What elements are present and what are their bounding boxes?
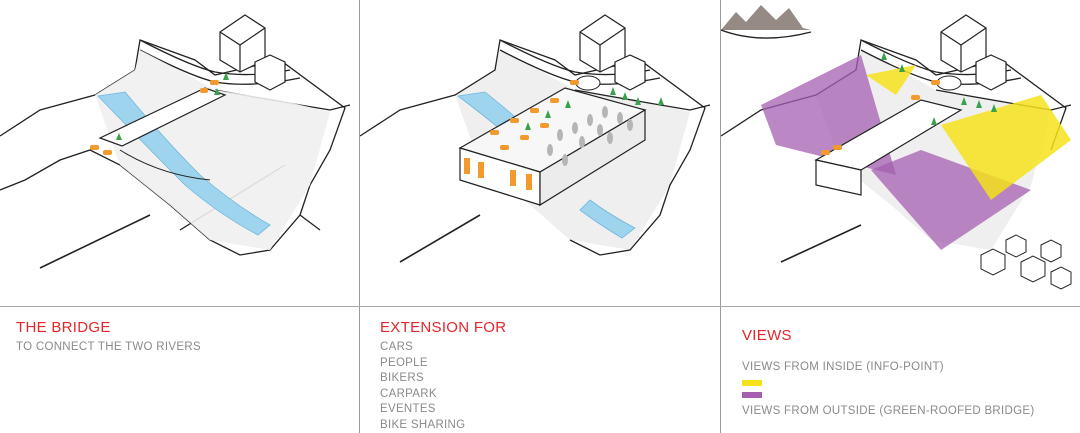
house-icon bbox=[940, 14, 1007, 91]
views-diagram bbox=[721, 5, 1072, 290]
roundabout bbox=[936, 75, 962, 91]
list-item: CARPARK bbox=[380, 387, 437, 400]
bridge-diagram bbox=[0, 14, 351, 269]
panel-extension: EXTENSION FOR CARS PEOPLE BIKERS CARPARK… bbox=[360, 0, 720, 433]
bridge-front bbox=[815, 159, 862, 196]
extension-list: CARS PEOPLE BIKERS CARPARK EVENTES BIKE … bbox=[380, 340, 710, 433]
mountain-base bbox=[721, 29, 812, 39]
extension-diagram bbox=[360, 14, 711, 263]
trees-icon bbox=[881, 52, 997, 125]
people-icons bbox=[547, 106, 633, 166]
cars-icon bbox=[821, 80, 940, 155]
list-item: EVENTES bbox=[380, 403, 436, 416]
village-icon bbox=[980, 234, 1072, 290]
ground-line-2 bbox=[299, 214, 321, 231]
cars-icon bbox=[490, 80, 579, 150]
list-item: PEOPLE bbox=[380, 356, 428, 369]
caption-extension: EXTENSION FOR CARS PEOPLE BIKERS CARPARK… bbox=[380, 320, 710, 433]
terrain-shade bbox=[95, 50, 330, 250]
river-lower bbox=[579, 199, 636, 239]
house-icon bbox=[219, 14, 286, 91]
list-item: CARS bbox=[380, 341, 414, 353]
caption-views: VIEWS VIEWS FROM INSIDE (INFO-POINT) VIE… bbox=[742, 320, 1072, 419]
panel-title: THE BRIDGE bbox=[16, 319, 111, 336]
roundabout bbox=[575, 75, 601, 91]
divider-2 bbox=[720, 0, 721, 433]
extension-side bbox=[539, 108, 646, 207]
caption-bridge: THE BRIDGE TO CONNECT THE TWO RIVERS bbox=[16, 320, 346, 356]
view-inside-cone-2 bbox=[941, 95, 1071, 200]
legend-swatch-inside bbox=[742, 379, 762, 386]
bridge-arch bbox=[119, 149, 211, 181]
divider-1 bbox=[359, 0, 360, 433]
cars-icon bbox=[90, 80, 219, 155]
trees-icon bbox=[525, 87, 664, 130]
list-item: BIKE SHARING bbox=[380, 418, 466, 431]
view-inside-cone-1 bbox=[866, 65, 916, 95]
panel-bridge: THE BRIDGE TO CONNECT THE TWO RIVERS bbox=[0, 0, 359, 433]
list-item: BIKERS bbox=[380, 372, 424, 385]
panel-title: EXTENSION FOR bbox=[380, 319, 507, 336]
legend-swatch-outside bbox=[742, 391, 762, 398]
trees-icon bbox=[116, 72, 229, 140]
ground-line bbox=[39, 214, 151, 269]
caption-separator bbox=[0, 306, 1080, 307]
lower-road bbox=[574, 89, 711, 111]
view-outside-cone-2 bbox=[871, 150, 1031, 250]
ground-line bbox=[780, 224, 862, 263]
house-icon bbox=[579, 14, 646, 91]
panel-views: VIEWS VIEWS FROM INSIDE (INFO-POINT) VIE… bbox=[721, 0, 1080, 433]
bridge-deck bbox=[98, 87, 227, 147]
mountains-icon bbox=[721, 5, 811, 30]
legend-label-outside: VIEWS FROM OUTSIDE (GREEN-ROOFED BRIDGE) bbox=[742, 404, 1035, 417]
panel-subtitle: TO CONNECT THE TWO RIVERS bbox=[16, 341, 201, 353]
legend-label-inside: VIEWS FROM INSIDE (INFO-POINT) bbox=[742, 361, 944, 373]
carpark-openings bbox=[464, 158, 532, 190]
panel-title: VIEWS bbox=[742, 327, 792, 344]
ground-line bbox=[399, 214, 481, 263]
